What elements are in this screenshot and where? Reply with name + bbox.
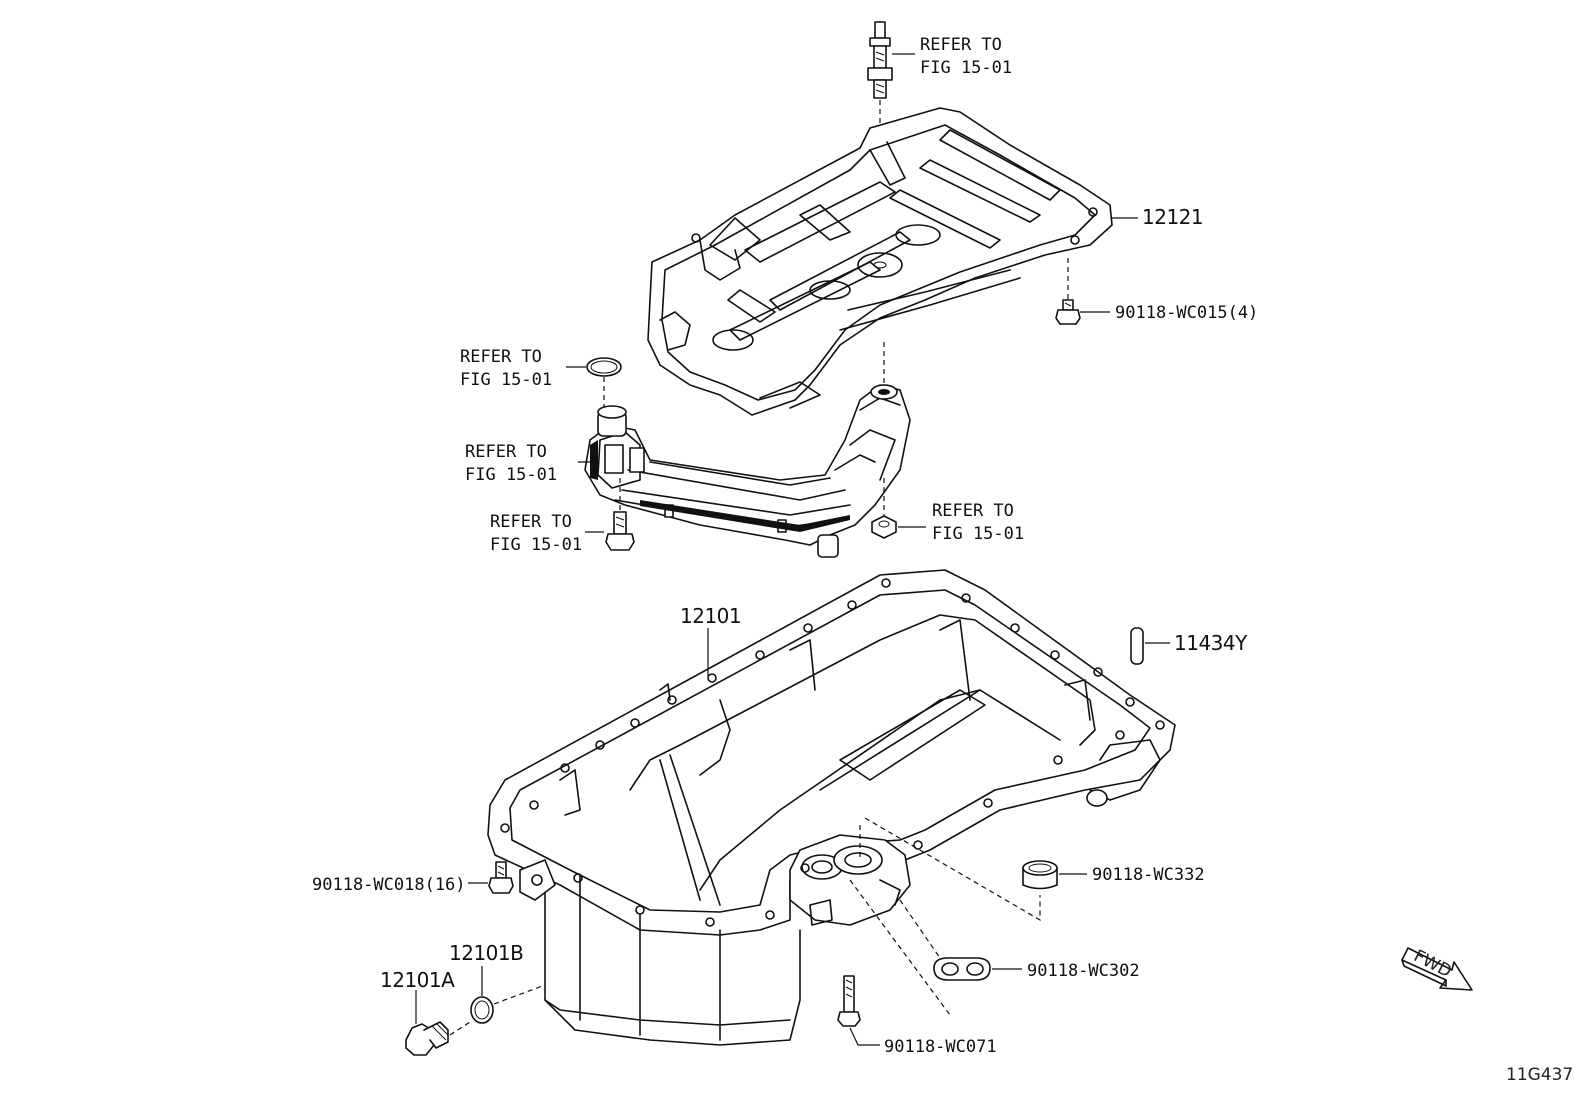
oil-strainer[interactable]: [584, 384, 911, 558]
refer-label-strainer-line2: FIG 15-01: [465, 465, 557, 485]
part-number-11434y: 11434Y: [1174, 631, 1248, 655]
seal-90118-wc332[interactable]: [1022, 860, 1058, 890]
part-number-12121: 12121: [1142, 205, 1203, 229]
refer-label-gasket-line1: REFER TO: [460, 347, 542, 367]
fwd-arrow-icon: FWD: [1401, 946, 1473, 991]
baffle-plate-12121[interactable]: [647, 107, 1113, 416]
refer-label-bolt-line1: REFER TO: [490, 512, 572, 532]
part-number-12101b: 12101B: [449, 941, 523, 965]
part-number-90118-wc015: 90118-WC015(4): [1115, 303, 1258, 323]
bolt-90118-wc018[interactable]: [488, 861, 514, 894]
refer-label-top-line1: REFER TO: [920, 35, 1002, 55]
refer-label-nut-line2: FIG 15-01: [932, 524, 1024, 544]
figure-code: 11G437: [1506, 1065, 1573, 1085]
gasket-12101b[interactable]: [470, 996, 494, 1024]
part-number-90118-wc302: 90118-WC302: [1027, 961, 1140, 981]
drain-plug-12101a[interactable]: [405, 1021, 449, 1056]
gasket-90118-wc302[interactable]: [933, 957, 991, 981]
strainer-nut[interactable]: [871, 515, 897, 539]
refer-label-strainer-line1: REFER TO: [465, 442, 547, 462]
part-number-12101a: 12101A: [380, 968, 455, 992]
top-stud[interactable]: [867, 21, 893, 99]
bolt-90118-wc071[interactable]: [837, 975, 861, 1027]
fwd-label: FWD: [1410, 946, 1454, 982]
refer-label-top-line2: FIG 15-01: [920, 58, 1012, 78]
strainer-bolt[interactable]: [605, 511, 635, 551]
bolt-90118-wc015[interactable]: [1055, 299, 1081, 325]
strainer-gasket[interactable]: [586, 357, 622, 377]
part-number-90118-wc071: 90118-WC071: [884, 1037, 997, 1057]
refer-label-bolt-line2: FIG 15-01: [490, 535, 582, 555]
refer-label-gasket-line2: FIG 15-01: [460, 370, 552, 390]
part-number-90118-wc332: 90118-WC332: [1092, 865, 1205, 885]
part-number-12101: 12101: [680, 604, 741, 628]
part-number-90118-wc018: 90118-WC018(16): [312, 875, 466, 895]
dowel-pin-11434y[interactable]: [1130, 627, 1144, 665]
refer-label-nut-line1: REFER TO: [932, 501, 1014, 521]
